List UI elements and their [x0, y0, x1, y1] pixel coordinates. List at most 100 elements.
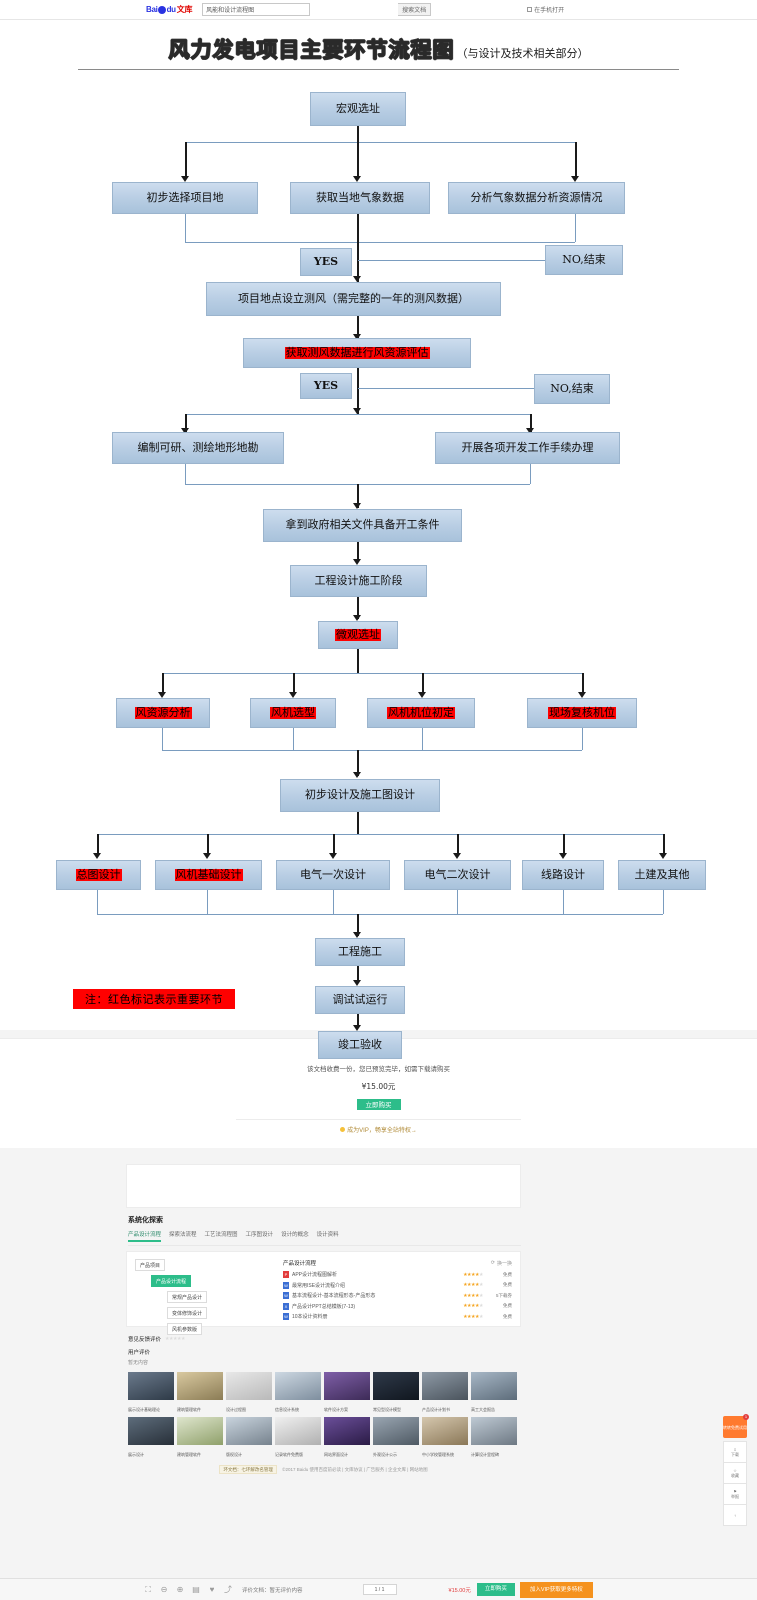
logo-wenku: 文库: [176, 5, 193, 14]
connector: [333, 834, 335, 856]
tab-design-concept[interactable]: 设计的概念: [281, 1232, 309, 1238]
share-icon[interactable]: ⤴: [224, 1585, 232, 1594]
toolbar-buy-button[interactable]: 立即购买: [476, 1583, 515, 1596]
connector: [293, 673, 295, 695]
tree-node-1[interactable]: 产品设计流程: [151, 1275, 192, 1287]
vip-promo-link[interactable]: 成为VIP，畅享全站特权→: [0, 1125, 757, 1134]
section-gap: [0, 1148, 757, 1164]
flag-icon: ⚑: [733, 1489, 737, 1494]
rating-stars: ★★★★★: [463, 1282, 483, 1288]
arrow-icon: [158, 692, 166, 698]
promo-float-button[interactable]: 转转免费试用 1: [723, 1414, 749, 1438]
arrow-icon: [526, 428, 534, 434]
float-back-to-top-button[interactable]: ↑: [723, 1504, 747, 1526]
tree-node-0[interactable]: 产品项目: [135, 1259, 166, 1271]
thumbnail-image: [177, 1372, 223, 1400]
tab-product-design-flow[interactable]: 产品设计流程: [128, 1230, 162, 1242]
thumbnail-item[interactable]: 记录软件免费版: [275, 1417, 321, 1459]
thumbnail-item[interactable]: 高工大会报告: [471, 1372, 517, 1414]
zoom-out-icon[interactable]: ⊖: [160, 1585, 168, 1594]
flow-node-line-design: 线路设计: [522, 860, 604, 890]
logo-du: du: [166, 5, 176, 14]
thumbnail-item[interactable]: 展示设计基础理论: [128, 1372, 174, 1414]
fullscreen-icon[interactable]: ⛶: [145, 1584, 151, 1594]
thumbnail-image: [128, 1372, 174, 1400]
thumbnail-item[interactable]: 产品设计计划书: [422, 1372, 468, 1414]
thumbnail-item[interactable]: 版权设计: [226, 1417, 272, 1459]
thumbnail-item[interactable]: 展示设计: [128, 1417, 174, 1459]
flow-node-site-verification: 现场复核机位: [527, 698, 637, 728]
connector: [357, 812, 359, 834]
tree-node-3[interactable]: 变体修饰设计: [167, 1307, 208, 1319]
toolbar-price: ¥15.00元: [448, 1587, 471, 1594]
highlight-text: 风机基础设计: [174, 867, 243, 882]
list-item[interactable]: W 最常用ISE设计流程介绍 ★★★★★ 免费: [283, 1281, 512, 1289]
tab-exploration-flow[interactable]: 探索法流程: [169, 1232, 197, 1238]
tree-node-2[interactable]: 常规产品设计: [167, 1291, 208, 1303]
search-input[interactable]: [202, 3, 311, 16]
thumbnail-item[interactable]: 中小学校管理系统: [422, 1417, 468, 1459]
bookmark-icon[interactable]: ▤: [192, 1585, 200, 1594]
heart-icon[interactable]: ♥: [209, 1585, 215, 1594]
refresh-button[interactable]: ⟳ 换一换: [491, 1259, 512, 1267]
connector: [457, 890, 458, 914]
thumbnail-item[interactable]: 建筑管理软件: [177, 1372, 223, 1414]
feedback-stars[interactable]: ★★★★★: [165, 1336, 185, 1342]
arrow-icon: [453, 853, 461, 859]
list-item[interactable]: W 10本设计资料册 ★★★★★ 免费: [283, 1313, 512, 1320]
float-download-button[interactable]: ⇩ 下载: [723, 1441, 747, 1463]
float-favorite-button[interactable]: ☆ 收藏: [723, 1462, 747, 1484]
list-item[interactable]: X 产品设计PPT总结模板(7-13) ★★★★★ 免费: [283, 1302, 512, 1310]
thumbnail-item[interactable]: 网站界面设计: [324, 1417, 370, 1459]
thumbnail-item[interactable]: 常见型设计模型: [373, 1372, 419, 1414]
search-area: 搜索文档: [202, 3, 432, 16]
zoom-in-icon[interactable]: ⊕: [176, 1585, 184, 1594]
thumbnail-item[interactable]: 信息设计系统: [275, 1372, 321, 1414]
thumbnail-item[interactable]: 外观设计公示: [373, 1417, 419, 1459]
thumbnail-item[interactable]: 设计过程图: [226, 1372, 272, 1414]
flow-node-turbine-foundation-design: 风机基础设计: [155, 860, 262, 890]
tab-process-flow-chart[interactable]: 工艺法流程图: [204, 1232, 238, 1238]
footer-copyright[interactable]: ©2017 Baidu 使用百度前必读 | 文库协议 | 广告服务 | 企业文库…: [282, 1467, 428, 1472]
doc-file-icon: W: [283, 1313, 289, 1320]
connector: [185, 414, 530, 415]
tab-process-diagram-design[interactable]: 工序图设计: [245, 1232, 274, 1238]
list-item[interactable]: P APP设计流程图解析 ★★★★★ 免费: [283, 1271, 512, 1278]
pdf-file-icon: P: [283, 1271, 289, 1278]
footer-tag[interactable]: 环文档：七环解改名管理: [219, 1465, 277, 1474]
list-item[interactable]: W 基本流程设计-基本流程形态-产品形态 ★★★★★ 5下载券: [283, 1292, 512, 1299]
connector: [185, 214, 186, 242]
thumbnail-image: [471, 1372, 517, 1400]
purchase-button[interactable]: 立即购买: [356, 1099, 401, 1110]
thumbnail-item[interactable]: 建筑管理软件: [177, 1417, 223, 1459]
thumbnail-item[interactable]: 计算设计里程碑: [471, 1417, 517, 1459]
float-report-button[interactable]: ⚑ 举报: [723, 1483, 747, 1505]
search-button[interactable]: 搜索文档: [398, 3, 432, 16]
flow-node-government-approval: 拿到政府相关文件具备开工条件: [263, 509, 462, 542]
thumbnail-caption: 计算设计里程碑: [471, 1452, 499, 1457]
toolbar-vip-button[interactable]: 加入VIP获取更多特权: [519, 1581, 593, 1598]
flow-node-wind-resource-assessment: 获取测风数据进行风资源评估: [243, 338, 471, 368]
thumbnail-image: [275, 1417, 321, 1445]
connector: [185, 464, 186, 484]
recommend-list-header: 产品设计流程 ⟳ 换一换: [283, 1259, 512, 1267]
connector: [162, 673, 582, 674]
arrow-icon: [353, 408, 361, 414]
float-report-label: 举报: [731, 1494, 739, 1499]
page-indicator[interactable]: 1 / 1: [362, 1584, 397, 1595]
flow-node-civil-and-others: 土建及其他: [618, 860, 706, 890]
connector: [97, 890, 98, 914]
purchase-divider: [236, 1119, 521, 1120]
tab-design-materials[interactable]: 设计资料: [316, 1232, 339, 1238]
refresh-label: 换一换: [496, 1260, 512, 1267]
flow-node-local-weather-data: 获取当地气象数据: [290, 182, 430, 214]
arrow-icon: [353, 772, 361, 778]
connector: [563, 890, 564, 914]
thumbnail-item[interactable]: 软件设计方案: [324, 1372, 370, 1414]
thumbnail-caption: 版权设计: [226, 1452, 242, 1457]
tree-node-4[interactable]: 风机参数版: [167, 1323, 203, 1335]
open-in-app-link[interactable]: 在手机打开: [527, 5, 564, 14]
connector: [357, 316, 359, 338]
